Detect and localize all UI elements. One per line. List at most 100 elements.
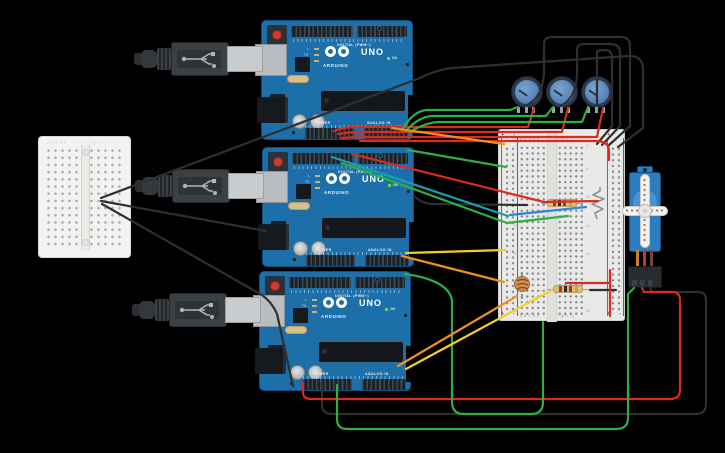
breadboard-small[interactable]: a b c d e f g h i j <box>38 136 131 258</box>
pcb-edge-notch <box>409 222 415 258</box>
potentiometer-leg[interactable] <box>587 107 590 113</box>
wire-orange-uno3-to-photoresistor[interactable] <box>396 294 519 368</box>
wire-green-uno3-to-servo[interactable] <box>335 286 636 431</box>
potentiometer-leg[interactable] <box>552 107 555 113</box>
digital-label: DIGITAL (PWM~) <box>338 170 372 174</box>
digital-header-low[interactable] <box>358 153 408 164</box>
digital-header-high[interactable] <box>289 277 351 288</box>
wire-orange-uno2-to-left-rail[interactable] <box>400 254 506 284</box>
servo-horn-screw <box>642 208 647 213</box>
usb-cable-nub <box>139 301 155 319</box>
potentiometer-leg[interactable] <box>517 107 520 113</box>
wire-cyan-uno2-to-breadboard[interactable] <box>330 155 510 218</box>
digital-header-high[interactable] <box>292 153 354 164</box>
wire-green-uno2-to-breadboard[interactable] <box>340 161 570 225</box>
resistor-2[interactable] <box>547 285 589 293</box>
led-tx-icon <box>315 181 320 184</box>
wire-blue-jumper[interactable] <box>508 205 588 217</box>
small-bb-column-labels-left: a b c d e <box>47 140 67 145</box>
wire-green-uno2-to-left-rail[interactable] <box>406 148 508 169</box>
usb-plug-face <box>177 50 221 68</box>
servo-horn-hub <box>638 204 652 218</box>
reset-button[interactable] <box>267 25 287 45</box>
wire-red-uno1-to-pot2[interactable] <box>336 106 570 136</box>
potentiometer-leg[interactable] <box>595 107 598 113</box>
model-label: UNO <box>362 174 385 184</box>
wire-green-uno3-to-breadboard-bottom[interactable] <box>403 272 545 416</box>
model-label: UNO <box>361 47 384 57</box>
photoresistor[interactable] <box>514 272 534 300</box>
power-led-icon <box>388 184 391 187</box>
wire-green-uno1-to-pot2[interactable] <box>404 105 555 133</box>
wire-green-uno1-to-pot1[interactable] <box>400 105 520 132</box>
power-led-label: ON <box>390 307 395 311</box>
servo-lead-orange <box>636 250 639 268</box>
wire-red-to-right-rail[interactable] <box>358 139 611 162</box>
reset-button-cap <box>270 281 280 291</box>
wire-black-pot2-arc[interactable] <box>560 42 622 147</box>
analog-header[interactable] <box>365 255 409 266</box>
wire-red-uno1-to-pot3[interactable] <box>340 106 605 140</box>
arduino-uno-board-1[interactable]: DIGITAL (PWM~) UNO ARDUINO L TX RX ON PO… <box>134 20 414 140</box>
power-rail-left-holes[interactable] <box>504 146 517 312</box>
digital-header-low[interactable] <box>357 26 407 37</box>
mounting-hole <box>405 62 410 67</box>
arduino-uno-board-2[interactable]: DIGITAL (PWM~) UNO ARDUINO L TX RX ON PO… <box>135 147 415 267</box>
crystal-oscillator <box>287 75 309 83</box>
chip-pins <box>321 89 405 91</box>
servo-connector-pin <box>648 280 653 286</box>
resistor-lead <box>541 202 548 205</box>
small-bb-holes-left[interactable] <box>45 147 81 250</box>
power-jack[interactable] <box>258 224 289 250</box>
resistor-1[interactable] <box>541 199 583 207</box>
wire-yellow-uno2-to-left-rail[interactable] <box>404 248 507 255</box>
wire-black-smallbb-to-uno3[interactable] <box>100 202 295 388</box>
wire-yellow-uno3-to-resistor2[interactable] <box>404 288 554 371</box>
usb-cable-nub <box>141 50 157 68</box>
resistor-band <box>558 200 561 206</box>
wire-green-uno1-to-pot3[interactable] <box>408 105 590 134</box>
digital-label: DIGITAL (PWM~) <box>337 43 371 47</box>
reset-button-cap <box>273 157 283 167</box>
minus-label: - <box>513 311 515 317</box>
analog-header[interactable] <box>362 379 406 390</box>
resistor-band <box>569 286 572 292</box>
wire-red-uno2-to-breadboard[interactable] <box>350 152 600 204</box>
wire-black-pot3-arc[interactable] <box>595 48 614 146</box>
resistor-band <box>563 200 566 206</box>
usb-interface-chip <box>295 57 310 72</box>
row-number: 20 <box>513 251 518 256</box>
wire-black-uno3-to-servo[interactable] <box>320 286 708 416</box>
power-header[interactable] <box>305 128 354 139</box>
chip-pins <box>319 362 403 364</box>
reset-button[interactable] <box>268 152 288 172</box>
power-header[interactable] <box>303 379 352 390</box>
power-jack[interactable] <box>257 97 288 123</box>
wire-black-uno2-to-breadboard[interactable] <box>412 194 529 207</box>
usb-cable-collar <box>155 299 169 321</box>
digital-label: DIGITAL (PWM~) <box>335 294 369 298</box>
wire-black-pot1-arc[interactable] <box>525 35 632 148</box>
wire-black-smallbb-to-uno2[interactable] <box>99 199 268 233</box>
column-labels-right-top: f g h i j <box>558 136 574 141</box>
analog-header[interactable] <box>364 128 408 139</box>
usb-plug-face <box>175 301 219 319</box>
wire-red-uno1-to-pot1[interactable] <box>332 106 536 133</box>
arduino-uno-board-3[interactable]: DIGITAL (PWM~) UNO ARDUINO L TX RX ON PO… <box>132 271 412 391</box>
potentiometer-leg[interactable] <box>560 107 563 113</box>
bottom-pin-labels <box>306 252 409 255</box>
wire-red-uno3-to-servo[interactable] <box>301 286 682 401</box>
rail-stripe-blue-left <box>517 138 519 316</box>
power-jack[interactable] <box>255 348 286 374</box>
power-rail-right-holes[interactable] <box>610 146 623 312</box>
wire-black-smallbb-to-breadboard[interactable] <box>99 54 645 200</box>
small-bb-holes-right[interactable] <box>88 147 124 250</box>
power-header[interactable] <box>306 255 355 266</box>
wire-orange-uno1-to-left-rail[interactable] <box>390 126 506 146</box>
digital-header-high[interactable] <box>291 26 353 37</box>
digital-header-low[interactable] <box>355 277 405 288</box>
potentiometer-leg[interactable] <box>525 107 528 113</box>
reset-button-cap <box>272 30 282 40</box>
reset-button[interactable] <box>265 276 285 296</box>
micro-servo[interactable] <box>622 166 671 298</box>
